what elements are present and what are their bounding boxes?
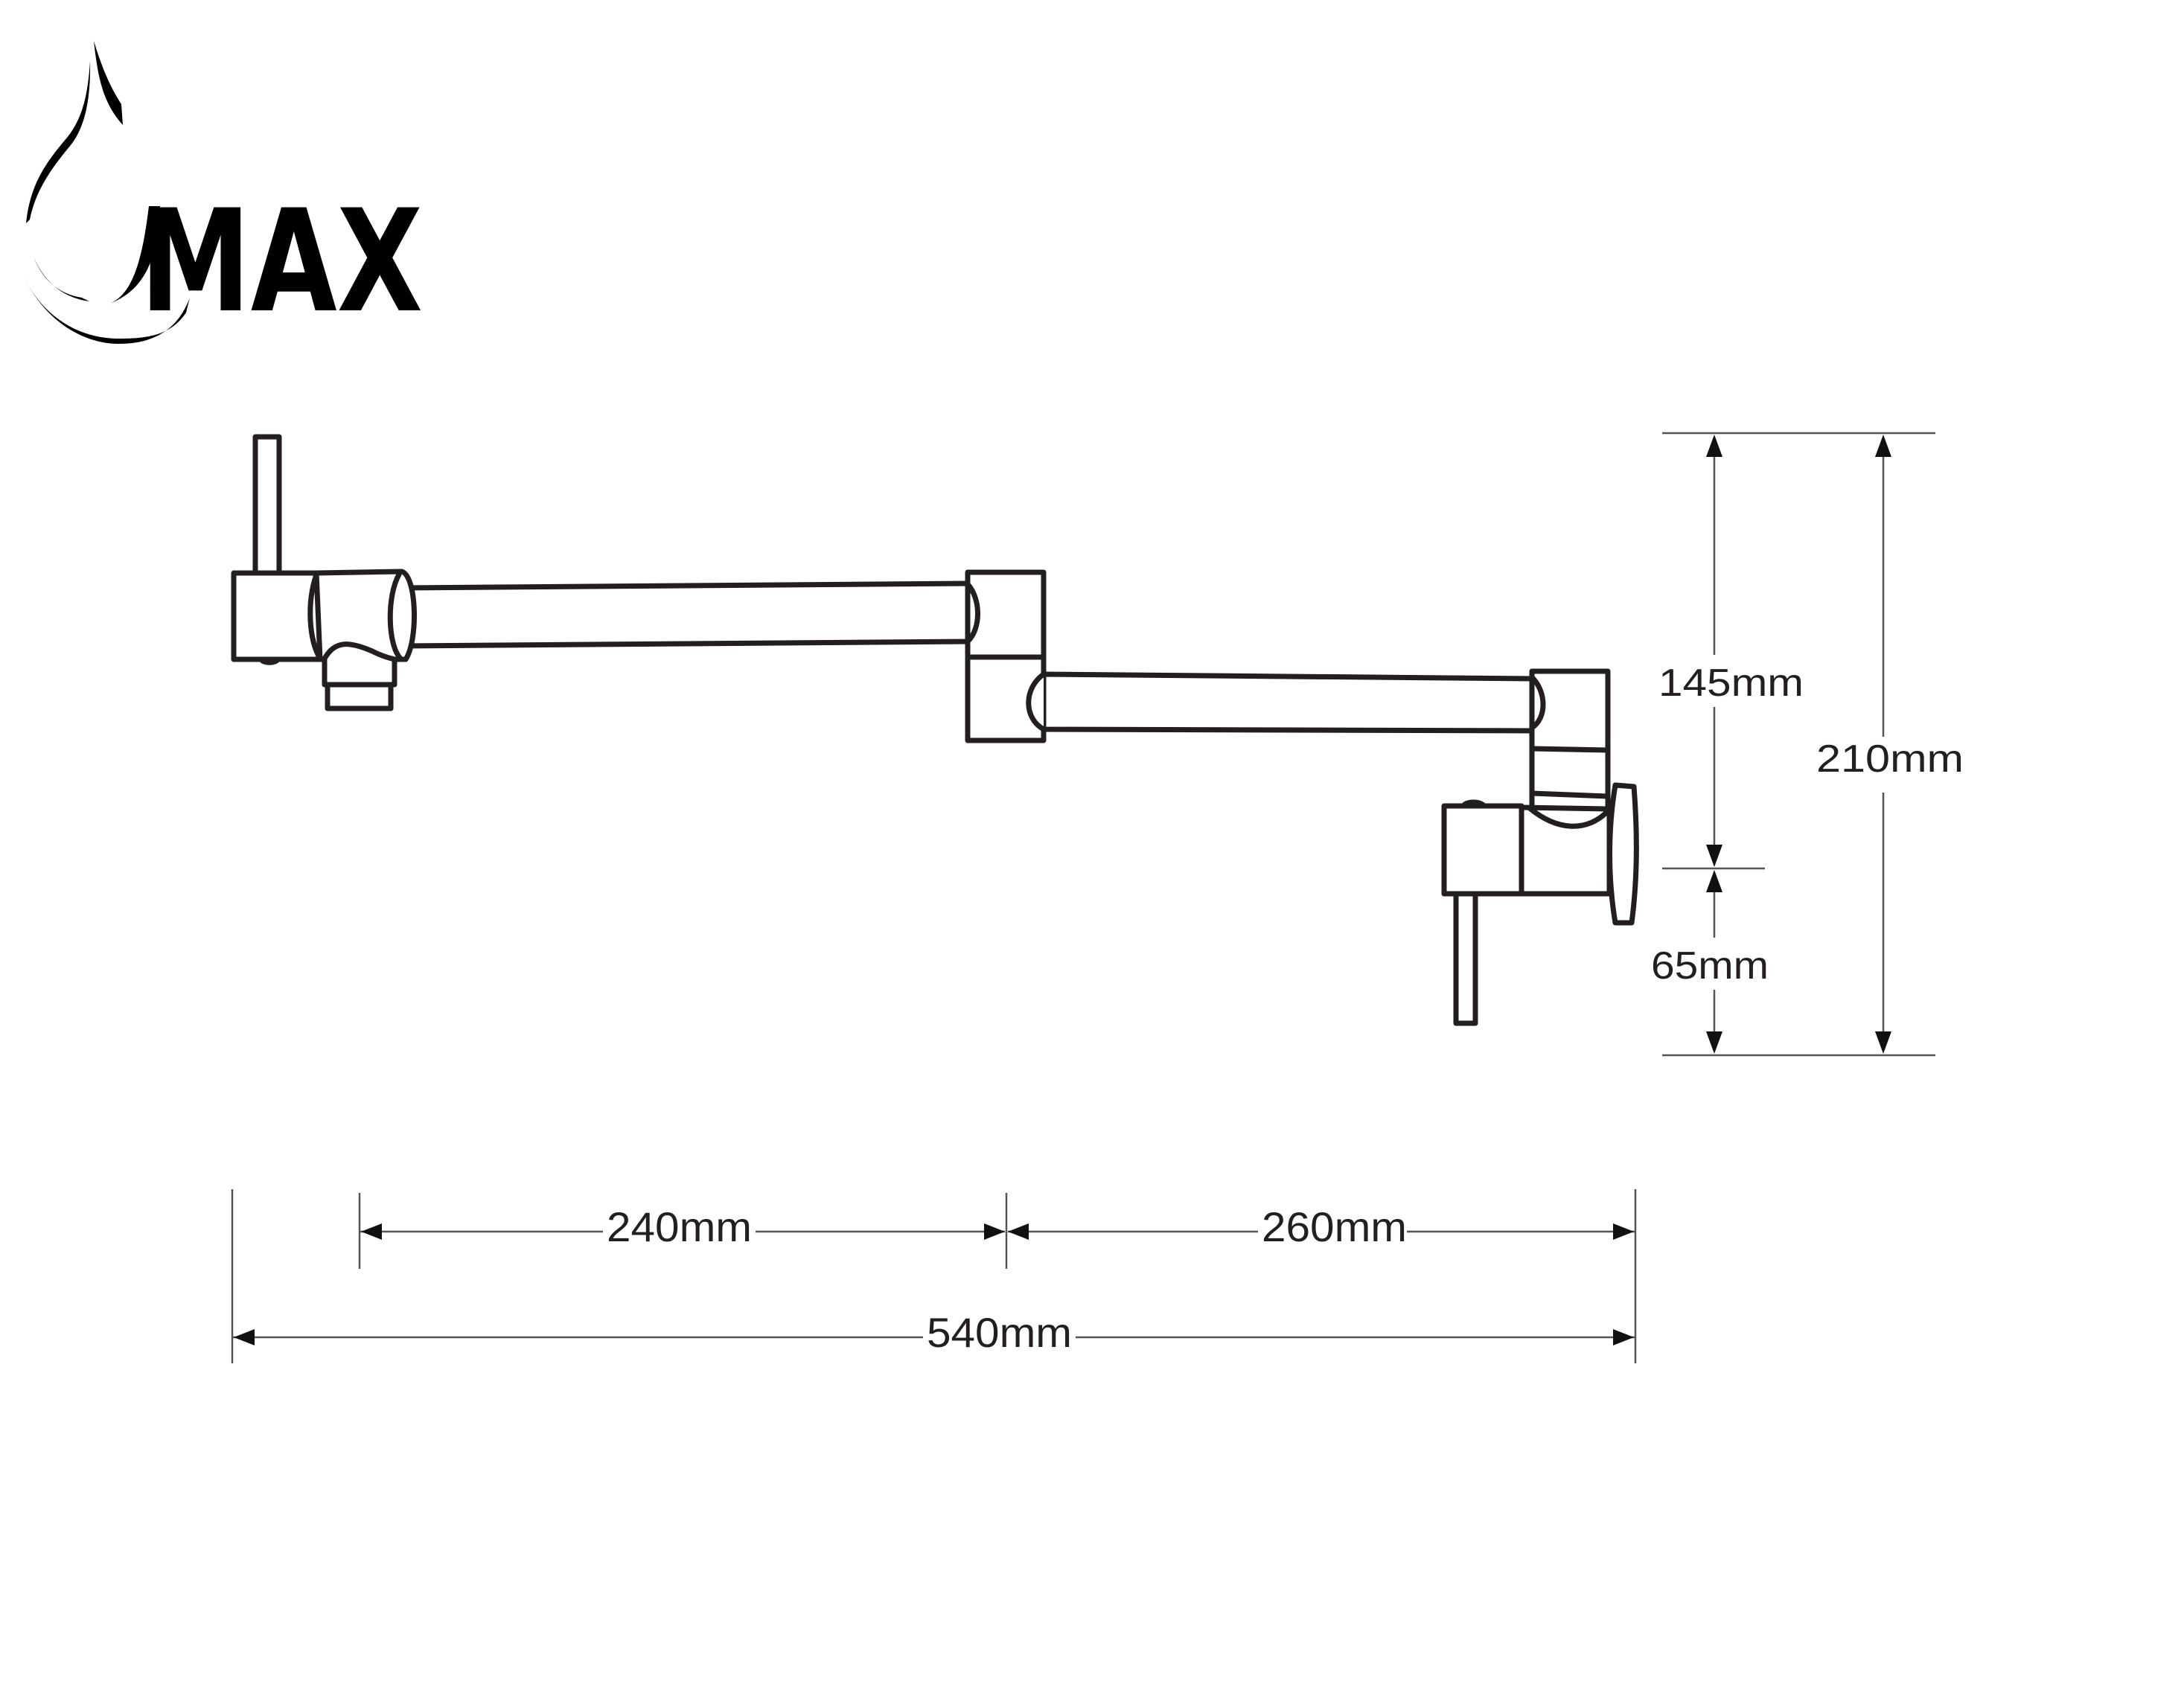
water-drop-swoosh-icon	[24, 41, 190, 344]
brand-name: MAX	[140, 179, 423, 344]
lower-arm	[1041, 671, 1536, 734]
valve-body	[1441, 803, 1524, 897]
dim-label-210: 210mm	[1816, 737, 1964, 781]
dimension-arrows	[234, 435, 1891, 1345]
dim-label-65: 65mm	[1651, 944, 1769, 988]
dim-label-260: 260mm	[1262, 1203, 1407, 1250]
wall-joint	[1529, 668, 1611, 812]
upper-arm	[399, 580, 972, 649]
spout-lever	[252, 434, 282, 576]
dim-label-145: 145mm	[1658, 662, 1804, 705]
brand-logo: MAX	[24, 41, 423, 344]
dimension-lines	[231, 432, 1935, 1363]
dim-label-540: 540mm	[927, 1309, 1072, 1356]
wall-flange	[1607, 782, 1639, 926]
dim-label-240: 240mm	[607, 1203, 752, 1250]
valve-lever	[1453, 891, 1478, 1026]
aerator	[322, 641, 397, 688]
